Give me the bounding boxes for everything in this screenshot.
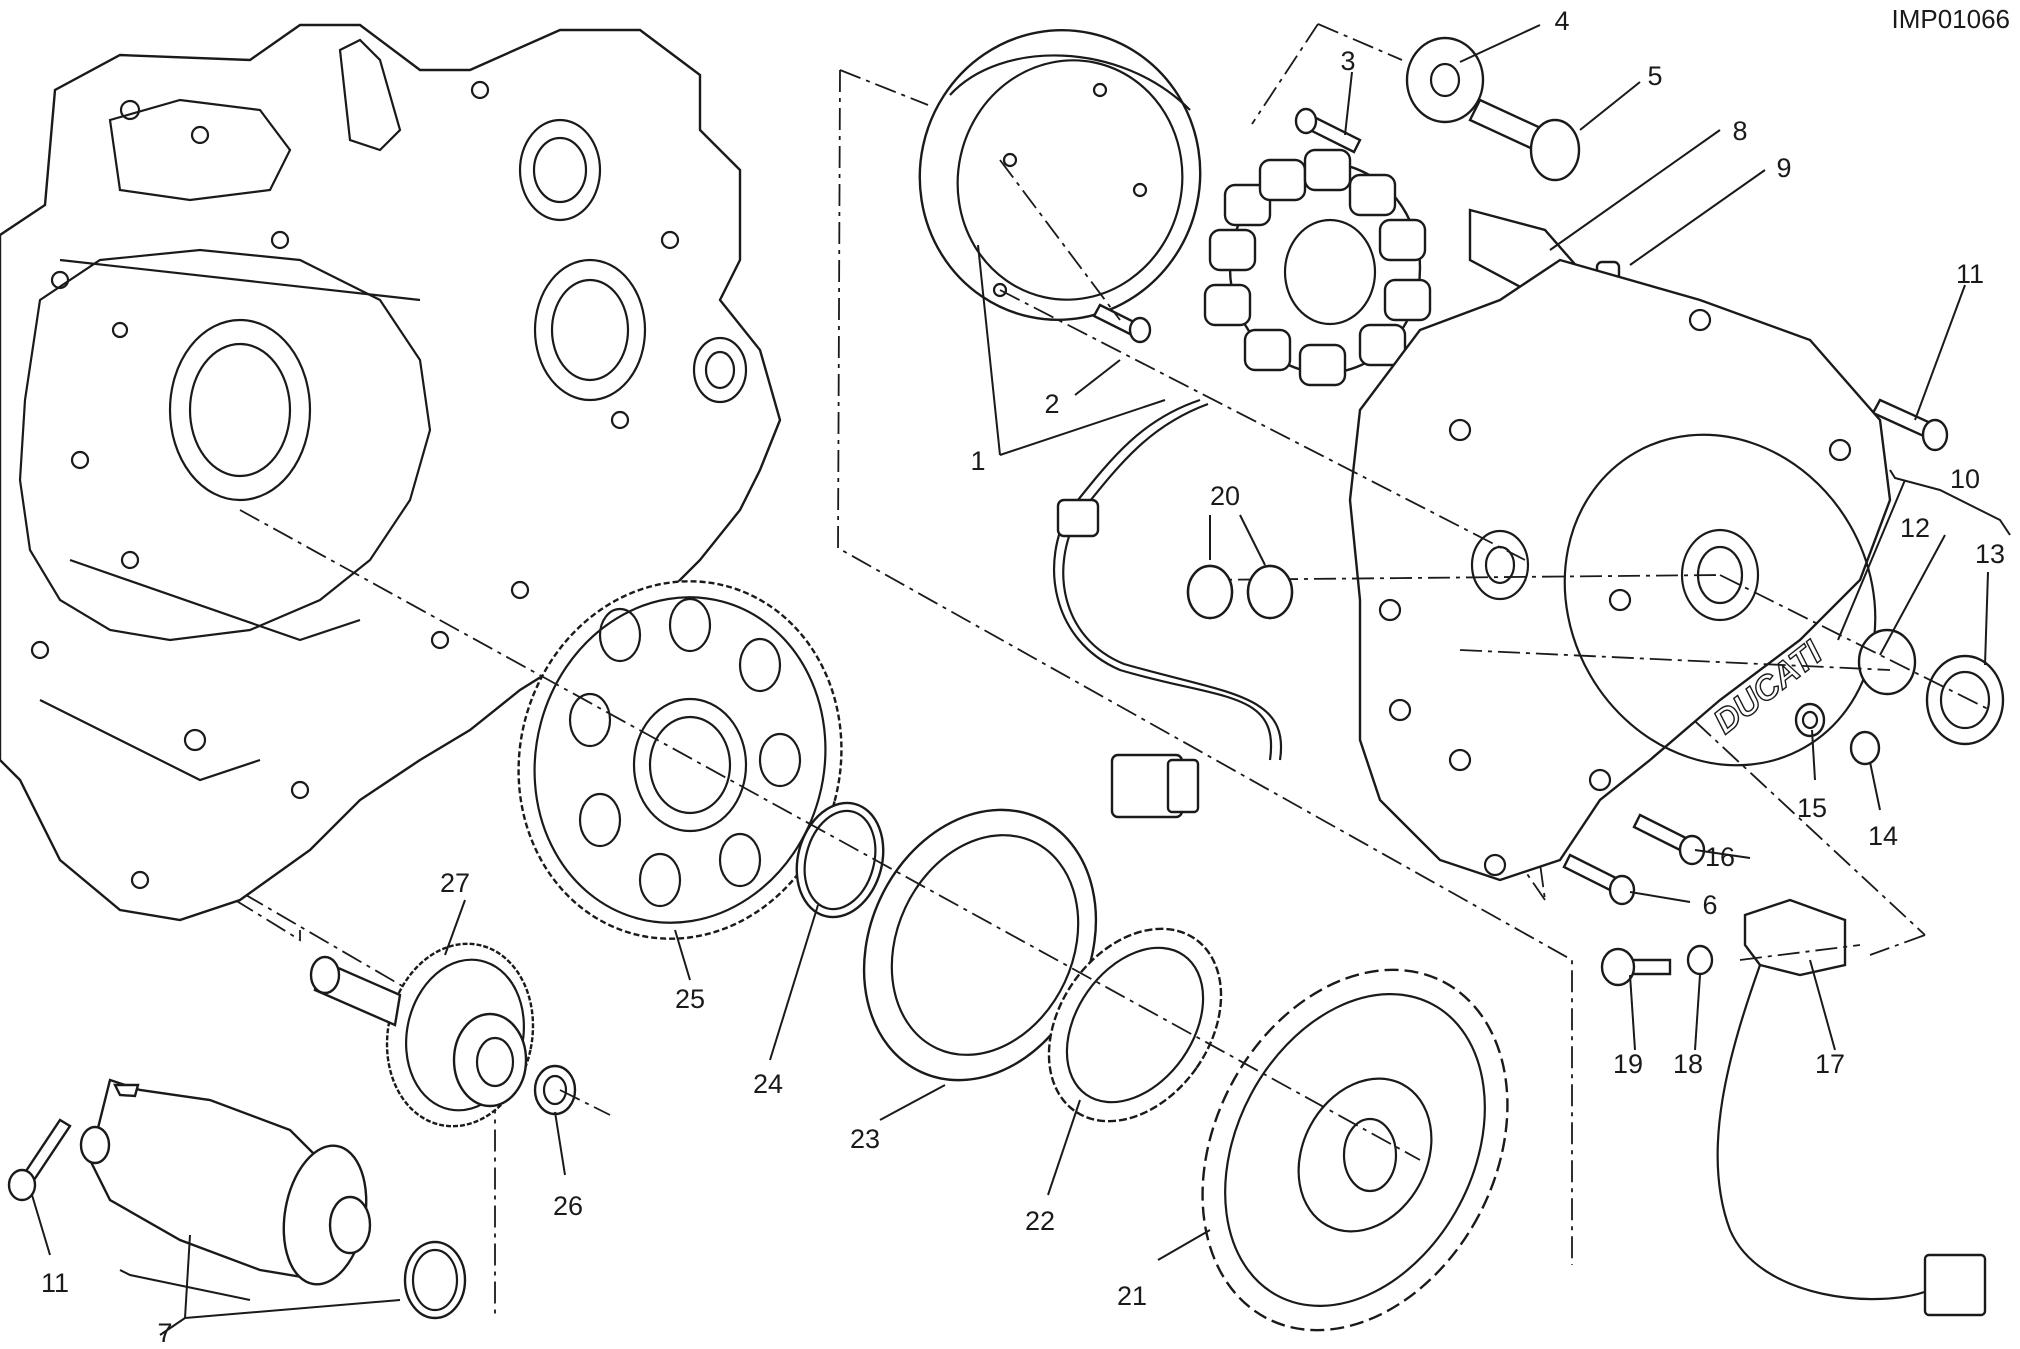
part-flywheel-rotor: [918, 29, 1202, 321]
callout-23: 23: [850, 1124, 880, 1154]
callout-18: 18: [1673, 1049, 1703, 1079]
callout-21: 21: [1117, 1281, 1147, 1311]
callout-labels: 1 2 3 4 5 6 7 8 9 10 11 11 12 13 14 15 1…: [41, 6, 2005, 1348]
callout-20: 20: [1210, 481, 1240, 511]
part-stator: [1203, 148, 1432, 387]
callout-4: 4: [1554, 6, 1569, 36]
part-freewheel: [1047, 927, 1223, 1123]
engine-crankcase: [0, 23, 782, 922]
leader-lines: [31, 24, 1989, 1336]
callout-17: 17: [1815, 1049, 1845, 1079]
part-intermediate-gear: [309, 942, 577, 1128]
part-starter-gear: [517, 580, 843, 940]
callout-13: 13: [1975, 539, 2005, 569]
drawing-code: IMP01066: [1891, 4, 2010, 34]
callout-24: 24: [753, 1069, 783, 1099]
callout-10: 10: [1950, 464, 1980, 494]
part-flange-plate: [862, 808, 1098, 1082]
part-bolts-top: [1092, 36, 1949, 452]
callout-5: 5: [1647, 61, 1662, 91]
bracket-10: [1889, 469, 2011, 536]
part-starter-motor: [7, 1078, 467, 1320]
callout-11-starter: 11: [41, 1268, 69, 1298]
part-o-rings-20: [1186, 564, 1294, 620]
callout-8: 8: [1732, 116, 1747, 146]
callout-26: 26: [553, 1191, 583, 1221]
callout-12: 12: [1900, 513, 1930, 543]
callout-25: 25: [675, 984, 705, 1014]
callout-6: 6: [1702, 890, 1717, 920]
callout-3: 3: [1340, 46, 1355, 76]
part-stator-cable: [1052, 398, 1283, 819]
part-bushing: [795, 801, 885, 919]
part-pickup-sensor: [1600, 898, 1987, 1317]
callout-16: 16: [1705, 842, 1735, 872]
callout-1: 1: [970, 446, 985, 476]
callout-27: 27: [440, 868, 470, 898]
callout-15: 15: [1797, 793, 1827, 823]
part-freewheel-hub: [1201, 968, 1509, 1332]
callout-9: 9: [1776, 153, 1791, 183]
callout-7: 7: [157, 1318, 172, 1348]
callout-19: 19: [1613, 1049, 1643, 1079]
callout-2: 2: [1044, 389, 1059, 419]
callout-22: 22: [1025, 1206, 1055, 1236]
part-generator-cover: DUCATI: [1348, 258, 1892, 882]
callout-11-cover: 11: [1956, 259, 1984, 289]
callout-14: 14: [1868, 821, 1898, 851]
